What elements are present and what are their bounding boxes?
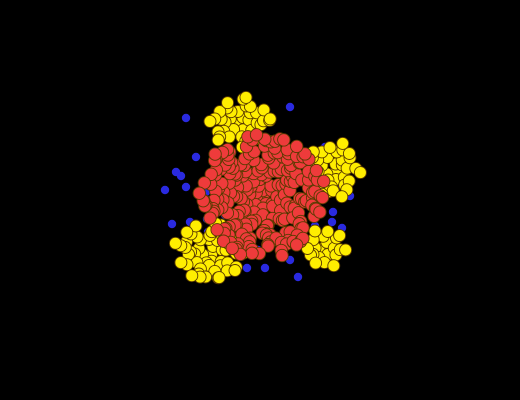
yellow-particle xyxy=(174,256,188,270)
blue-particle xyxy=(260,263,270,273)
yellow-particle xyxy=(203,114,217,128)
blue-particle xyxy=(167,219,177,229)
yellow-particle xyxy=(212,271,226,285)
red-particle xyxy=(204,167,218,181)
red-particle xyxy=(192,186,206,200)
yellow-particle xyxy=(239,90,253,104)
blue-particle xyxy=(160,185,170,195)
yellow-particle xyxy=(308,224,322,238)
red-particle xyxy=(309,163,324,178)
blue-particle xyxy=(181,113,191,123)
blue-particle xyxy=(327,217,337,227)
red-core-layer xyxy=(192,128,331,263)
yellow-particle xyxy=(185,269,199,283)
yellow-cluster-bottom-right xyxy=(301,224,353,273)
yellow-particle xyxy=(180,225,194,239)
yellow-particle xyxy=(228,264,242,277)
red-particle xyxy=(225,241,239,255)
yellow-particle xyxy=(168,236,182,250)
red-particle xyxy=(203,211,217,225)
yellow-particle xyxy=(321,225,335,238)
yellow-particle xyxy=(335,190,349,204)
yellow-particle xyxy=(333,229,347,243)
yellow-particle xyxy=(339,243,353,257)
red-particle xyxy=(317,174,331,188)
red-particle xyxy=(275,248,289,263)
red-particle xyxy=(261,239,275,253)
yellow-particle xyxy=(257,103,271,117)
blue-particle xyxy=(176,171,186,181)
red-particle xyxy=(208,147,222,161)
red-core-cluster xyxy=(192,128,331,263)
blue-particle xyxy=(328,207,338,217)
red-particle xyxy=(249,128,264,142)
red-particle xyxy=(289,238,304,252)
yellow-particle xyxy=(221,96,235,110)
red-particle xyxy=(210,223,224,237)
yellow-particle xyxy=(353,166,367,180)
blue-particle xyxy=(181,182,191,192)
yellow-particle xyxy=(327,259,341,273)
red-particle xyxy=(216,234,231,248)
red-particle xyxy=(245,246,259,260)
yellow-particle xyxy=(342,147,356,160)
yellow-particle xyxy=(211,133,225,147)
yellow-particle xyxy=(336,136,350,150)
yellow-particle xyxy=(323,141,337,154)
red-particle xyxy=(290,139,304,154)
yellow-particle xyxy=(263,112,277,126)
yellow-particle xyxy=(309,256,323,270)
yellow-particle xyxy=(189,219,203,233)
red-particle xyxy=(298,147,312,161)
blue-particle xyxy=(191,152,201,162)
blue-particle xyxy=(285,102,295,112)
blue-particle xyxy=(293,272,303,282)
red-particle xyxy=(315,190,330,205)
red-particle xyxy=(277,133,291,147)
blue-particle xyxy=(242,263,252,273)
red-particle xyxy=(313,205,327,219)
